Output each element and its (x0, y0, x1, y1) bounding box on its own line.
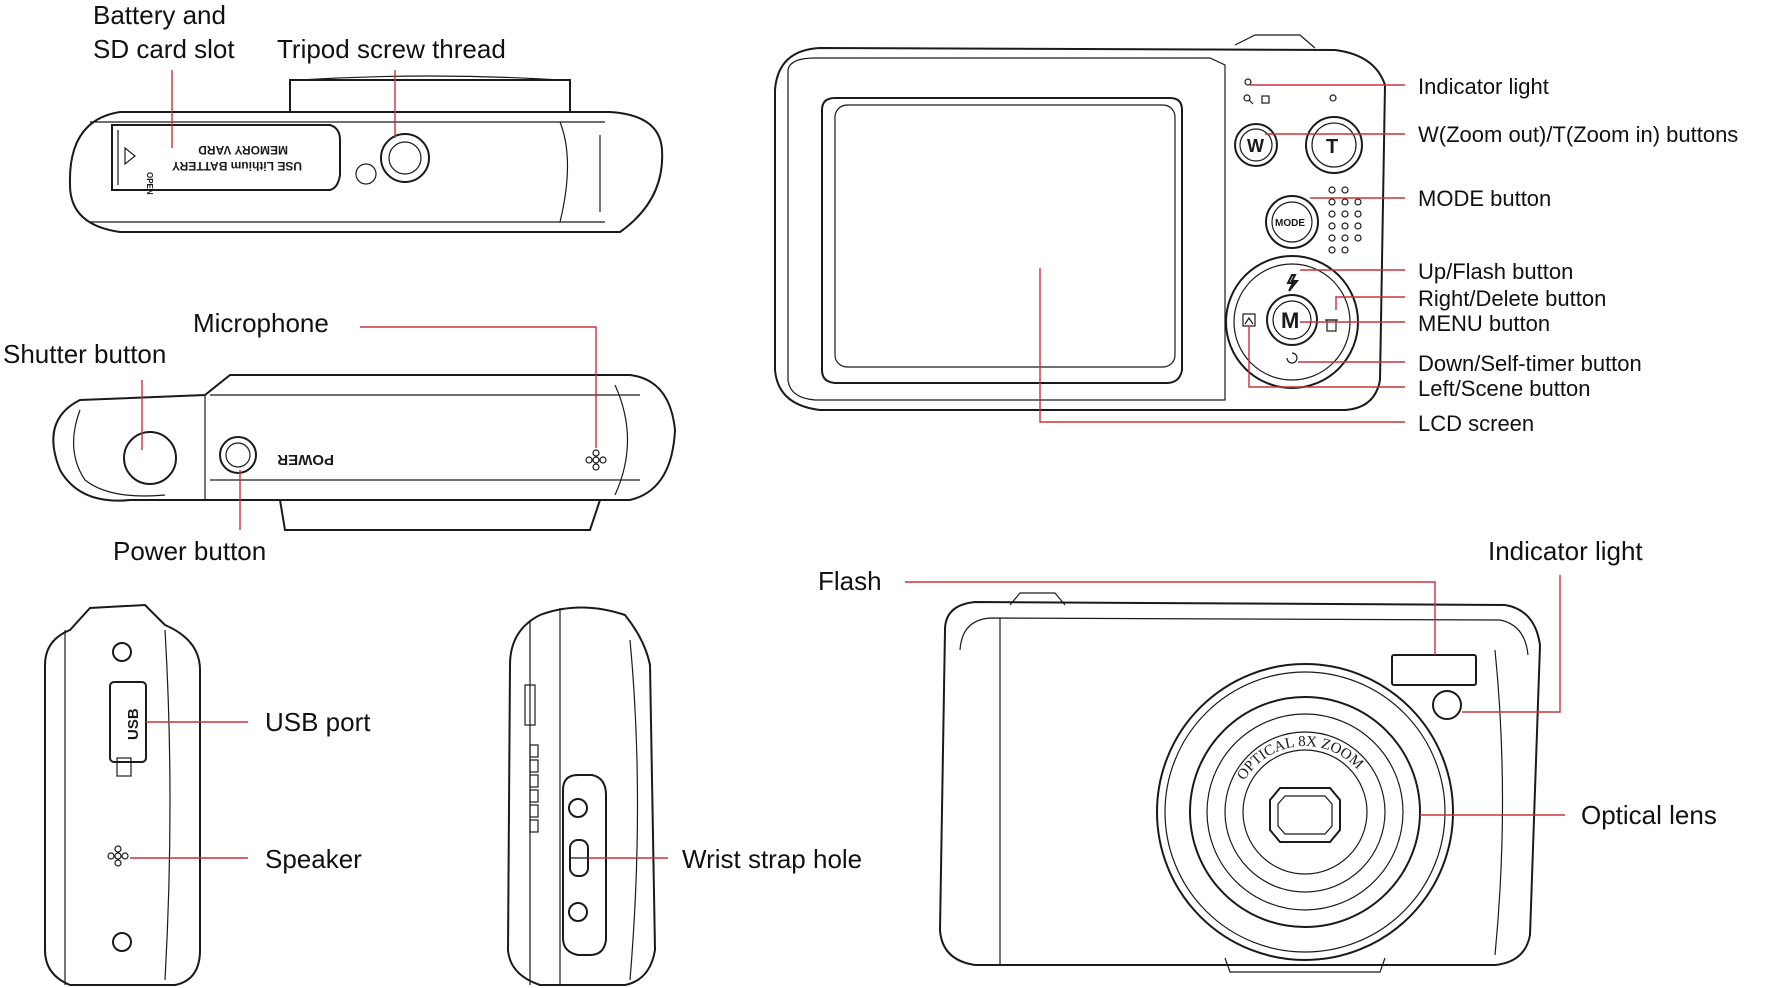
usb-label: USB port (146, 707, 371, 737)
camera-front-view: OPTICAL 8X ZOOM (938, 592, 1542, 973)
w-button-text: W (1247, 136, 1264, 156)
zoom-buttons-label-text: W(Zoom out)/T(Zoom in) buttons (1418, 122, 1738, 147)
camera-side-view-right (506, 606, 657, 986)
lcd-label-text: LCD screen (1418, 411, 1534, 436)
mode-button-text: MODE (1275, 218, 1305, 229)
magnify-icon (1243, 94, 1337, 105)
front-labels: Flash Indicator light Optical lens (818, 536, 1717, 830)
indicator-back-label-text: Indicator light (1418, 74, 1549, 99)
speaker-label: Speaker (130, 844, 362, 874)
camera-side-view-left: USB (44, 603, 201, 986)
shutter-label: Shutter button (3, 339, 166, 450)
grip-ridges (529, 744, 539, 833)
microphone-holes-icon (585, 449, 607, 471)
speaker-holes-icon (107, 845, 129, 867)
wrist-strap-label-text: Wrist strap hole (682, 844, 862, 874)
optical-lens-label-text: Optical lens (1581, 800, 1717, 830)
camera-top-view: POWER (52, 374, 677, 531)
tripod-label: Tripod screw thread (277, 34, 506, 138)
power-label: Power button (113, 470, 266, 566)
shutter-label-text: Shutter button (3, 339, 166, 369)
battery-label: Battery and SD card slot (93, 0, 235, 148)
battery-label-line1: Battery and (93, 0, 226, 30)
usb-print-text: USB (125, 708, 142, 740)
back-labels: Indicator light W(Zoom out)/T(Zoom in) b… (1039, 74, 1738, 436)
speaker-label-text: Speaker (265, 844, 362, 874)
battery-cover-text-2: MEMORY VARD (198, 143, 288, 157)
power-print-text: POWER (277, 451, 334, 468)
microphone-label: Microphone (193, 308, 597, 448)
flash-label-text: Flash (818, 566, 882, 596)
self-timer-icon (1286, 352, 1298, 364)
battery-label-line2: SD card slot (93, 34, 235, 64)
speaker-grille (1328, 186, 1362, 254)
usb-label-text: USB port (265, 707, 371, 737)
microphone-label-text: Microphone (193, 308, 329, 338)
menu-label-text: MENU button (1418, 311, 1550, 336)
t-button-text: T (1326, 136, 1338, 158)
battery-cover-text-1: USE Lithium BATTERY (172, 159, 302, 173)
indicator-front-label-text: Indicator light (1488, 536, 1643, 566)
flash-icon (1286, 274, 1300, 292)
right-delete-label-text: Right/Delete button (1418, 286, 1606, 311)
camera-bottom-view: USE Lithium BATTERY MEMORY VARD OPEN (68, 75, 664, 233)
mode-button-label-text: MODE button (1418, 186, 1551, 211)
wrist-strap-label: Wrist strap hole (588, 844, 862, 874)
open-text: OPEN (145, 172, 154, 195)
scene-icon (1242, 313, 1256, 327)
trash-icon (1325, 319, 1338, 332)
down-timer-label-text: Down/Self-timer button (1418, 351, 1642, 376)
up-flash-label-text: Up/Flash button (1418, 259, 1573, 284)
tripod-label-text: Tripod screw thread (277, 34, 506, 64)
left-scene-label-text: Left/Scene button (1418, 376, 1590, 401)
power-label-text: Power button (113, 536, 266, 566)
m-button-text: M (1281, 308, 1299, 333)
camera-back-view: W T MODE M (774, 34, 1387, 411)
